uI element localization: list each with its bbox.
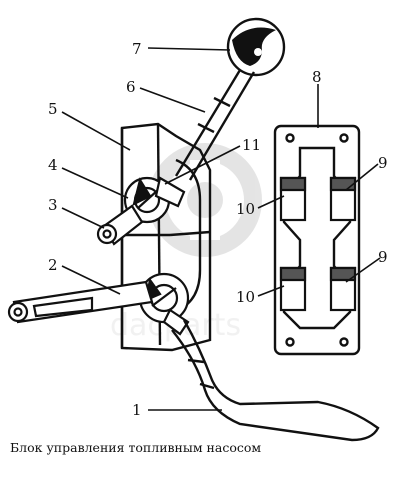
callout-3: 3 [48, 196, 58, 214]
short-arm [96, 204, 144, 246]
side-plate [273, 124, 361, 356]
callout-10b: 10 [236, 288, 255, 306]
knob-lever-rod [174, 69, 256, 181]
callout-7: 7 [132, 40, 142, 58]
callout-labels: 7 6 5 4 3 2 11 1 8 9 9 10 10 [48, 40, 388, 419]
callout-5: 5 [48, 100, 58, 118]
callout-10a: 10 [236, 200, 255, 218]
callout-11: 11 [242, 136, 261, 154]
leader-lines [61, 47, 381, 411]
watermark-logo: dacparts [110, 143, 262, 343]
spring-blocks [279, 176, 357, 312]
pedal-linkage [171, 319, 380, 442]
callout-9b: 9 [378, 248, 388, 266]
callout-8: 8 [312, 68, 322, 86]
figure-caption: Блок управления топливным насосом [10, 440, 262, 455]
callout-1: 1 [132, 401, 142, 419]
callout-2: 2 [48, 256, 58, 274]
control-knob [226, 17, 286, 77]
callout-4: 4 [48, 156, 58, 174]
callout-9a: 9 [378, 154, 388, 172]
callout-6: 6 [126, 78, 136, 96]
